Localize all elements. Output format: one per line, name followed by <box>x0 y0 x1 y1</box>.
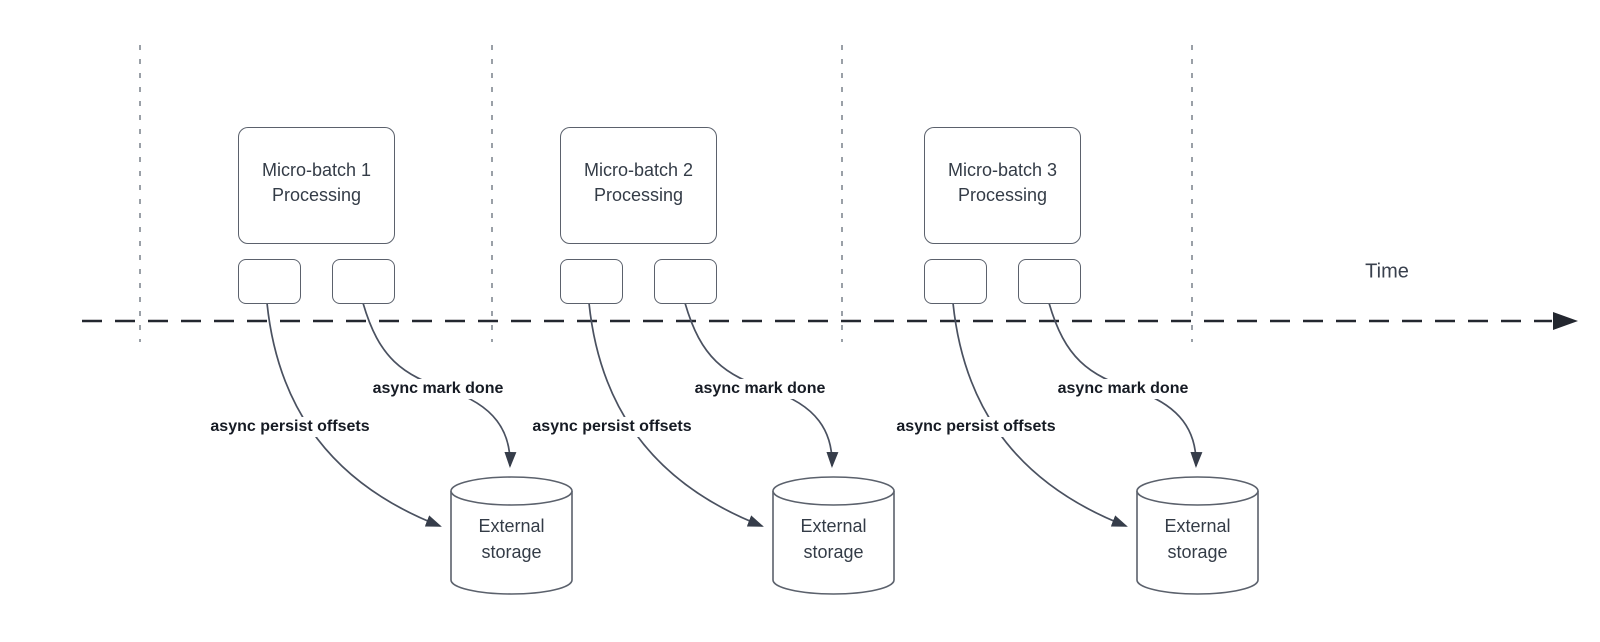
section-1-shapes <box>266 302 573 595</box>
mark-done-arrow <box>684 302 839 468</box>
time-guides <box>139 45 1193 342</box>
mark-done-arrow <box>362 302 517 468</box>
mark-done-arrow <box>1048 302 1203 468</box>
persist-offsets-arrow <box>952 302 1128 527</box>
section-3-shapes <box>952 302 1259 595</box>
persist-offsets-arrow <box>588 302 764 527</box>
time-axis-label: Time <box>1365 260 1409 283</box>
section-2-shapes <box>588 302 895 595</box>
time-axis-arrowhead-icon <box>1553 312 1578 330</box>
external-storage-cylinder <box>772 476 895 595</box>
external-storage-cylinder <box>450 476 573 595</box>
external-storage-cylinder <box>1136 476 1259 595</box>
persist-offsets-arrow <box>266 302 442 527</box>
